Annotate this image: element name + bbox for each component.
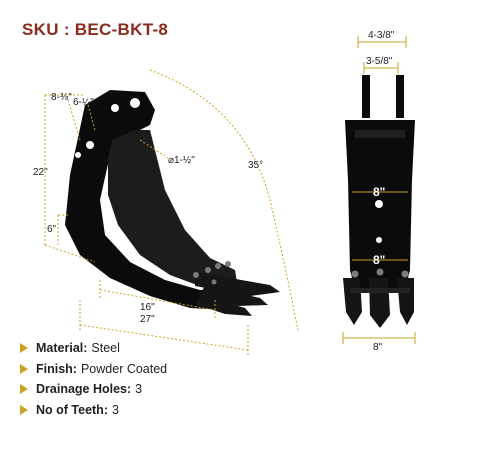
arrow-right-icon: [20, 404, 28, 415]
dim-pin-diameter: ⌀1-½": [168, 155, 195, 166]
dim-height-22: 22": [33, 167, 48, 178]
drain-hole-1: [375, 200, 383, 208]
dim-8-3-8: 8-⅜": [51, 92, 72, 103]
pin-hole-top: [130, 98, 140, 108]
sku-title: SKU : BEC-BKT-8: [22, 20, 169, 39]
dim-front-width-top: 8": [373, 185, 385, 199]
pin-hole-4: [75, 152, 81, 158]
spec-finish: Finish: Powder Coated: [20, 359, 167, 380]
bucket-body: [65, 90, 240, 310]
dim-front-top-outer: 4-3/8": [368, 30, 395, 41]
drain-hole-2: [376, 237, 382, 243]
bucket-side-view: [65, 90, 280, 316]
dim-front-top-inner: 3-5/8": [366, 56, 393, 67]
arrow-right-icon: [20, 363, 28, 374]
side-dimension-lines: [44, 69, 299, 355]
bucket-inner-side: [108, 130, 238, 288]
dim-length-27: 27": [140, 314, 155, 325]
spec-list: Material: Steel Finish: Powder Coated Dr…: [20, 338, 167, 420]
dim-front-width-bottom: 8": [373, 342, 383, 353]
bucket-front-view: [343, 75, 415, 328]
bucket-teeth: [193, 261, 280, 316]
spec-teeth: No of Teeth: 3: [20, 400, 167, 421]
dim-angle: 35°: [248, 160, 263, 171]
dim-6-1-4: 6-¼": [73, 96, 94, 108]
arrow-right-icon: [20, 384, 28, 395]
dim-height-6: 6": [47, 224, 57, 235]
dim-front-width-mid: 8": [373, 253, 385, 267]
arrow-right-icon: [20, 343, 28, 354]
pin-hole-2: [111, 104, 119, 112]
dim-length-16: 16": [140, 302, 155, 313]
pin-hole-3: [86, 141, 94, 149]
spec-drainage-holes: Drainage Holes: 3: [20, 379, 167, 400]
spec-material: Material: Steel: [20, 338, 167, 359]
front-dimension-lines: [342, 36, 416, 344]
